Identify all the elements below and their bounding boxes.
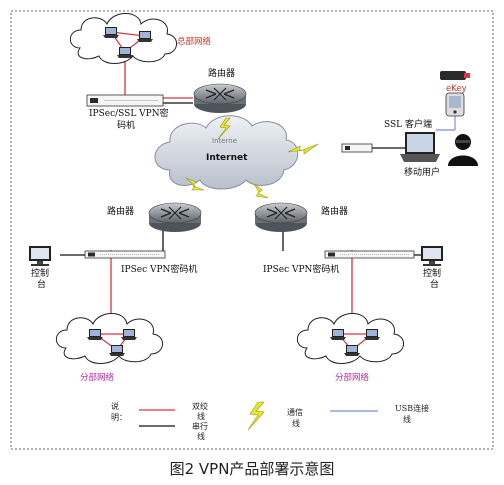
branch-router-right-icon (254, 202, 308, 233)
branch-gateway-right-label: IPSec VPN密码机 (263, 263, 339, 275)
internet-ghost-label: Interne (212, 137, 237, 145)
console-left-label-b: 台 (37, 278, 46, 290)
console-right-icon (421, 246, 443, 266)
hq-router-label: 路由器 (208, 67, 235, 79)
branch-router-right-label: 路由器 (321, 205, 348, 217)
branch-router-left-label: 路由器 (107, 205, 134, 217)
hq-network-label: 总部网络 (177, 36, 212, 47)
hq-vpn-gateway (86, 94, 164, 107)
hq-gateway-label-line1: IPSec/SSL VPN密 (89, 107, 169, 119)
internet-label: Internet (206, 153, 248, 163)
ekey-usb-icon (440, 71, 470, 80)
pda-icon (445, 92, 465, 117)
console-right-label-a: 控制 (423, 267, 441, 279)
legend: 说 明： 双绞 线 串行 线 通信 线 USB连接 线 (111, 401, 429, 441)
comm-lightning (185, 117, 319, 199)
console-right-label-b: 台 (430, 278, 439, 290)
branch-gateway-right (324, 250, 415, 259)
legend-usb-a: USB连接 (395, 403, 429, 413)
console-left-icon (29, 246, 51, 266)
legend-title-a: 说 (111, 401, 119, 411)
internet-cloud (154, 115, 299, 190)
branch-router-left-icon (148, 202, 202, 233)
branch-network-left-label: 分部网络 (80, 372, 115, 383)
legend-comm-a: 通信 (287, 407, 303, 417)
hq-network-cloud (69, 13, 178, 64)
branch-gateway-left-label: IPSec VPN密码机 (121, 263, 197, 275)
legend-serial-a: 串行 (192, 421, 208, 431)
mobile-user-person-icon (448, 134, 478, 166)
legend-comm-b: 线 (292, 418, 300, 428)
mobile-user-laptop-icon (400, 132, 440, 162)
branch-network-left-cloud (55, 313, 164, 364)
hq-router-icon (193, 83, 247, 114)
legend-usb-b: 线 (403, 414, 411, 424)
figure-caption: 图2 VPN产品部署示意图 (169, 460, 335, 478)
ssl-client-label: SSL 客户端 (384, 118, 432, 130)
hq-gateway-label-line2: 码机 (117, 119, 135, 131)
console-left-label-a: 控制 (31, 267, 49, 279)
legend-twisted-b: 线 (197, 411, 205, 421)
mobile-user-label: 移动用户 (404, 166, 440, 178)
legend-lightning-icon (247, 401, 265, 431)
diagram-frame (10, 10, 494, 450)
legend-title-b: 明： (111, 413, 127, 422)
legend-twisted-a: 双绞 (192, 401, 208, 411)
legend-serial-b: 线 (197, 431, 205, 441)
ekey-label: eKey (446, 84, 467, 94)
branch-network-right-label: 分部网络 (335, 372, 370, 383)
branch-network-right-cloud (296, 313, 405, 364)
branch-gateway-left (84, 250, 166, 259)
ssl-client-device (341, 143, 373, 153)
